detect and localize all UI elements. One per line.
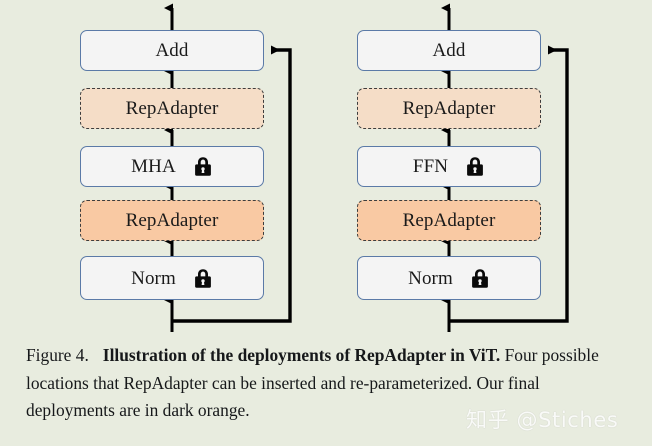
block-mha[interactable]: MHA [80, 146, 264, 187]
block-content: MHA [131, 156, 213, 177]
diagram-canvas: Add RepAdapter MHA RepAdapter [80, 3, 569, 332]
block-content: Norm [131, 268, 213, 289]
block-repadapter-ffn-upper[interactable]: RepAdapter [357, 88, 541, 129]
caption-title: Illustration of the deployments of RepAd… [102, 345, 501, 365]
caption-body: Four possible locations that RepAdapter … [26, 345, 599, 420]
lock-icon [194, 157, 211, 176]
block-content: Add [155, 41, 188, 60]
lock-icon [467, 157, 483, 176]
block-label: FFN [412, 156, 449, 177]
block-label: Norm [408, 267, 453, 289]
figure-caption: Figure 4. Illustration of the deployments… [26, 342, 630, 425]
block-label: RepAdapter [125, 98, 219, 119]
block-content: RepAdapter [403, 99, 496, 118]
block-label: RepAdapter [402, 98, 496, 119]
block-label: Add [432, 40, 466, 61]
lock-icon [471, 268, 488, 288]
block-norm-mha[interactable]: Norm [80, 256, 264, 300]
lock-icon [194, 268, 211, 288]
block-repadapter-ffn-lower[interactable]: RepAdapter [357, 200, 541, 241]
block-content: RepAdapter [126, 99, 219, 118]
block-repadapter-mha-lower[interactable]: RepAdapter [80, 200, 264, 241]
caption-prefix: Figure 4. [26, 345, 89, 365]
block-repadapter-mha-upper[interactable]: RepAdapter [80, 88, 264, 129]
block-label: Norm [131, 267, 176, 289]
block-add-ffn[interactable]: Add [357, 30, 541, 71]
block-content: Norm [408, 268, 490, 289]
block-label: RepAdapter [125, 210, 219, 231]
block-label: RepAdapter [402, 210, 496, 231]
block-label: MHA [131, 156, 176, 177]
block-ffn[interactable]: FFN [357, 146, 541, 187]
block-add-mha[interactable]: Add [80, 30, 264, 71]
block-content: RepAdapter [126, 211, 219, 230]
watermark: 知乎 @Stiches [466, 408, 619, 432]
block-content: RepAdapter [403, 211, 496, 230]
block-content: Add [432, 41, 465, 60]
block-norm-ffn[interactable]: Norm [357, 256, 541, 300]
block-content: FFN [413, 156, 485, 177]
block-label: Add [155, 40, 189, 61]
